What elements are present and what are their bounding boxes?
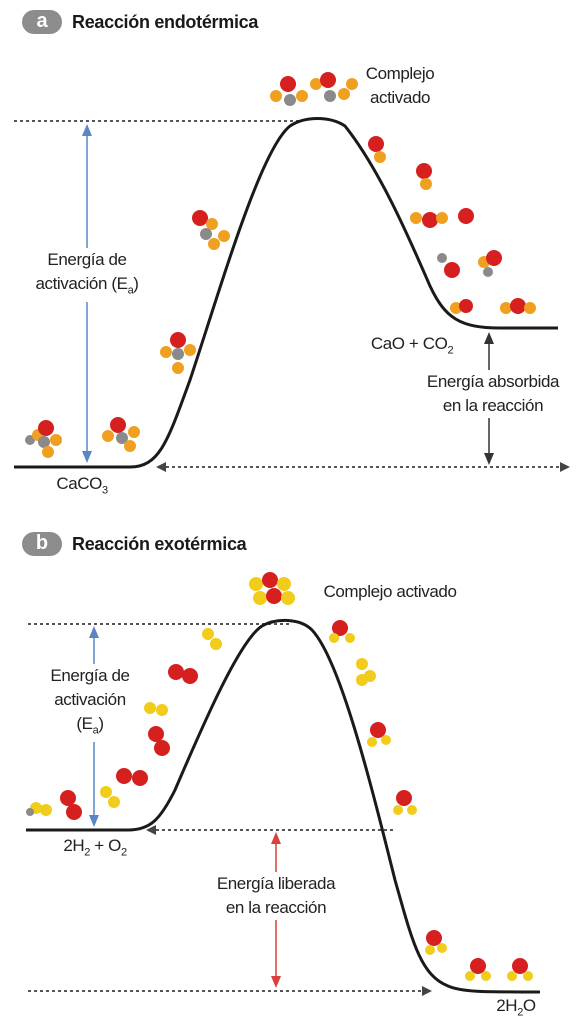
molecule-products-2 <box>450 298 536 314</box>
energy-curve-a <box>14 117 558 469</box>
molecule-h2o-1 <box>329 620 355 643</box>
activated-complex-label-a: Complejo activado <box>365 64 435 107</box>
molecule-h2o-2 <box>356 658 376 686</box>
reactant-label-a: CaCO3 <box>56 474 108 497</box>
molecule-h2o-6 <box>465 958 491 981</box>
panel-a-badge: a <box>22 10 62 34</box>
panel-endothermic: a Reacción endotérmica <box>0 0 576 500</box>
activation-energy-label-b: Energía de activación (Ea) <box>40 664 140 743</box>
energy-curve-b <box>26 619 541 994</box>
panel-b-title: Reacción exotérmica <box>72 534 247 554</box>
molecule-caco3-2 <box>102 417 140 452</box>
molecule-falling-1 <box>368 136 386 163</box>
reactant-level-arrowhead-left <box>156 462 166 472</box>
molecule-o2-4 <box>168 664 198 684</box>
products-label-b: 2H2O <box>496 996 536 1019</box>
activated-complex-label-b: Complejo activado <box>323 582 457 601</box>
molecule-activated-complex-a <box>270 72 358 106</box>
molecule-rising-2 <box>192 210 230 250</box>
molecule-o2-1 <box>60 790 82 820</box>
products-label-a: CaO + CO2 <box>370 334 454 357</box>
molecule-h2o-3 <box>367 722 391 747</box>
molecule-products-1 <box>437 250 502 278</box>
molecule-h2o-4 <box>393 790 417 815</box>
molecule-o2-2 <box>116 768 148 786</box>
reactant-level-arrowhead-right <box>560 462 570 472</box>
activation-energy-label-a: Energía de activación (Ea) <box>28 248 146 303</box>
molecule-h2o-7 <box>507 958 533 981</box>
reactants-label-b: 2H2 + O2 <box>63 836 127 859</box>
endothermic-diagram <box>14 72 570 472</box>
molecule-h2-pair-1 <box>26 802 52 816</box>
energy-released-label: Energía liberada en la reacción <box>206 872 346 920</box>
molecule-caco3-1 <box>25 420 62 458</box>
panel-b-badge: b <box>22 532 62 556</box>
molecule-falling-3 <box>410 208 474 228</box>
molecule-h2-pair-2 <box>100 786 120 808</box>
molecule-activated-complex-b <box>249 572 295 605</box>
panel-a-title: Reacción endotérmica <box>72 12 259 32</box>
exothermic-diagram <box>26 572 541 996</box>
panel-exothermic: b Reacción exotérmica <box>0 520 576 1018</box>
molecule-h2-pair-3 <box>144 702 168 716</box>
energy-absorbed-label: Energía absorbida en la reacción <box>420 370 566 418</box>
molecule-o2-3 <box>148 726 170 756</box>
molecule-h2o-5 <box>425 930 447 955</box>
molecule-rising-1 <box>160 332 196 374</box>
molecule-h2-pair-4 <box>202 628 222 650</box>
molecule-falling-2 <box>416 163 432 190</box>
